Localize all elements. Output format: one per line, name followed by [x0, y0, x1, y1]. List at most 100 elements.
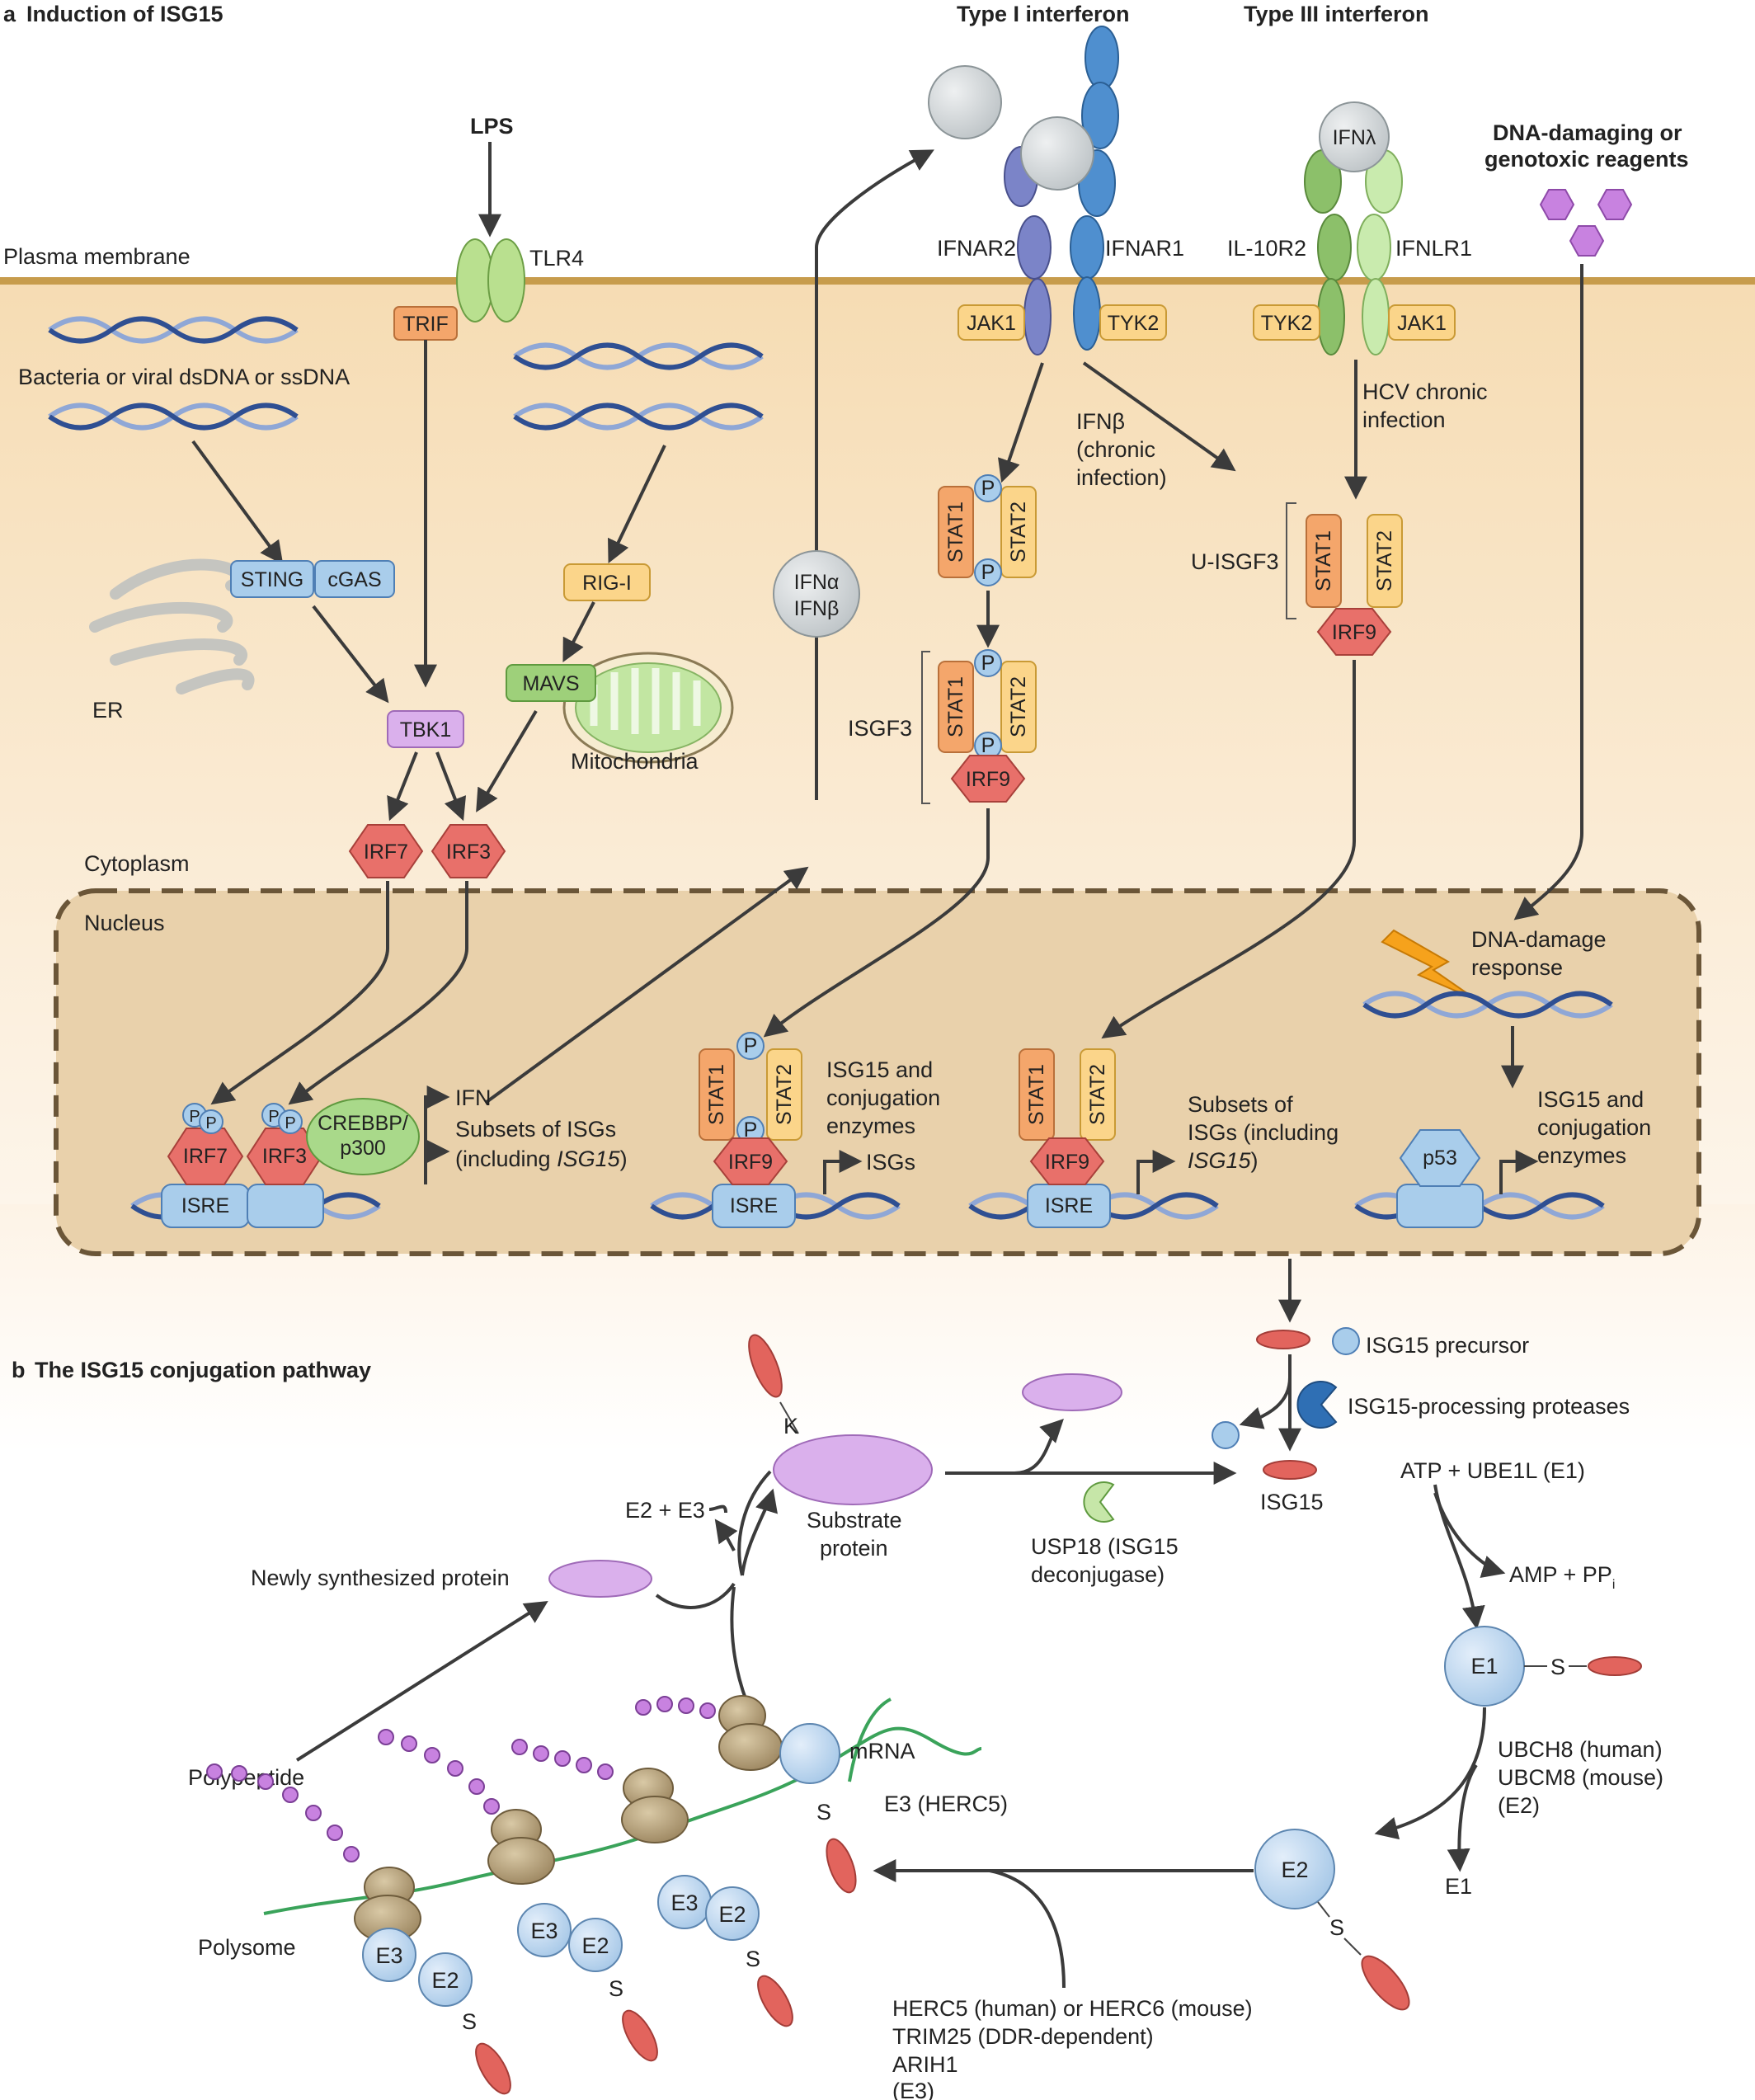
p53-binding-box	[1396, 1184, 1484, 1228]
e3-enzyme-1	[362, 1928, 416, 1982]
substrate-isg15	[748, 1334, 783, 1398]
isre-box-2: ISRE	[730, 1194, 778, 1217]
precursor-label: ISG15 precursor	[1366, 1333, 1529, 1358]
isg15-conj-1: ISG15 and	[826, 1057, 933, 1082]
sting-box: STING	[241, 568, 303, 591]
p-label-1: P	[981, 477, 995, 500]
isg15-conj-b-1: ISG15 and	[1537, 1087, 1644, 1112]
usp18-pacman-icon	[1083, 1481, 1115, 1523]
e2-enzyme	[1254, 1829, 1335, 1909]
protease-pacman-icon	[1296, 1381, 1338, 1429]
e2-label-2: E2	[581, 1933, 609, 1958]
irf9-label-4: IRF9	[1045, 1151, 1089, 1174]
ifnb-label: IFNβ	[794, 597, 840, 620]
jak1-box-type3: JAK1	[1397, 312, 1447, 335]
type3-ifn-title: Type III interferon	[1244, 2, 1429, 26]
e1-out-label: E1	[1445, 1874, 1472, 1899]
e2-s-label: S	[1329, 1915, 1344, 1940]
atp-label: ATP + UBE1L (E1)	[1400, 1458, 1585, 1483]
panel-a-letter: a	[3, 2, 16, 26]
il10r2-label: IL-10R2	[1227, 236, 1306, 261]
mavs-box: MAVS	[523, 672, 580, 695]
p-label-3: P	[981, 652, 995, 675]
plasma-membrane-label: Plasma membrane	[3, 244, 191, 269]
panel-a-title: Induction of ISG15	[26, 2, 223, 26]
e2-label-3: E2	[718, 1902, 746, 1927]
nascent-chain-3	[511, 1739, 614, 1780]
isg15-conj-3: enzymes	[826, 1114, 915, 1138]
stat2-label-1: STAT2	[1007, 501, 1030, 563]
er-label: ER	[92, 698, 124, 723]
isg15-mature-red	[1263, 1460, 1317, 1480]
stat1-label-1: STAT1	[944, 501, 967, 563]
ribosome-1	[354, 1867, 421, 1942]
isg15-conj-b-3: enzymes	[1537, 1143, 1626, 1168]
ifnb-chronic-2: (chronic	[1076, 437, 1155, 462]
herc-label-3: ARIH1	[892, 2052, 958, 2077]
isg15-precursor-red	[1256, 1330, 1310, 1349]
isg15-poly-2	[622, 2009, 658, 2062]
stat1-label-3: STAT1	[1312, 530, 1335, 591]
tyk2-box-type1: TYK2	[1108, 312, 1160, 335]
trif-box: TRIF	[402, 313, 449, 336]
tlr4-label: TLR4	[529, 246, 584, 271]
ribosome-2	[487, 1809, 555, 1885]
ifna-label: IFNα	[794, 571, 840, 594]
newly-synth-label: Newly synthesized protein	[251, 1566, 510, 1590]
nascent-chain-1	[206, 1763, 360, 1862]
isre-box-1: ISRE	[181, 1194, 229, 1217]
irf9-label-3: IRF9	[728, 1151, 773, 1174]
ifnar1-label: IFNAR1	[1105, 236, 1184, 261]
e3-label-2: E3	[530, 1919, 558, 1943]
mitochondria-label: Mitochondria	[571, 749, 699, 774]
isgf3-label: ISGF3	[848, 716, 912, 741]
irf9-label-1: IRF9	[966, 768, 1010, 791]
e2-label-1: E2	[431, 1968, 459, 1993]
s-label-4: S	[816, 1800, 831, 1825]
e2-enzyme-1	[418, 1952, 473, 2007]
dna-damaging-label-1: DNA-damaging or	[1493, 120, 1682, 145]
isg15-poly-4	[826, 1838, 857, 1894]
p-label-7: P	[268, 1108, 279, 1126]
nascent-chain-2	[378, 1729, 500, 1815]
stat2-label-4: STAT2	[773, 1064, 796, 1125]
p-label-4: P	[981, 734, 995, 757]
ubcm8-label: UBCM8 (mouse)	[1498, 1765, 1663, 1790]
s-label-2: S	[609, 1976, 623, 2001]
irf3-hex: IRF3	[446, 840, 491, 864]
isg15-label: ISG15	[1260, 1490, 1324, 1514]
type1-receptor	[1004, 26, 1119, 355]
genotoxic-reagents	[1539, 189, 1633, 257]
e1-s-label: S	[1550, 1655, 1565, 1679]
mitochondria	[562, 652, 734, 764]
substrate-protein	[773, 1434, 933, 1505]
ddr-label-2: response	[1471, 955, 1563, 980]
isre-partner-box	[247, 1184, 324, 1228]
herc-label-1: HERC5 (human) or HERC6 (mouse)	[892, 1996, 1253, 2021]
ifnb-chronic-1: IFNβ	[1076, 409, 1125, 434]
mrna-strand	[263, 1726, 982, 1915]
released-protein	[1022, 1373, 1122, 1411]
ifnar2-label: IFNAR2	[937, 236, 1016, 261]
ubch8-label: UBCH8 (human)	[1498, 1737, 1663, 1762]
stat1-label-4: STAT1	[705, 1064, 728, 1125]
stat2-label-3: STAT2	[1373, 530, 1396, 591]
e2-paren-label: (E2)	[1498, 1793, 1540, 1818]
tbk1-box: TBK1	[400, 718, 452, 742]
ifn-ligand-free	[928, 65, 1002, 139]
ddr-label-1: DNA-damage	[1471, 927, 1607, 952]
e2-enzyme-2	[568, 1918, 623, 1972]
subsets-isgs-1: Subsets of ISGs	[455, 1117, 616, 1142]
plasma-membrane	[0, 277, 1755, 285]
precursor-tail	[1332, 1327, 1360, 1355]
dna-label: Bacteria or viral dsDNA or ssDNA	[18, 365, 350, 389]
stat2-label-2: STAT2	[1007, 676, 1030, 737]
cgas-box: cGAS	[327, 568, 381, 591]
u-isgf3-label: U-ISGF3	[1191, 549, 1279, 574]
stat-dimer-phospho	[938, 474, 1037, 586]
irf3-label-nuc: IRF3	[262, 1145, 307, 1168]
ribosome-3	[621, 1768, 689, 1843]
rigi-box: RIG-I	[582, 572, 632, 595]
subsets-b-1: Subsets of	[1188, 1092, 1293, 1117]
e2-enzyme-3	[705, 1886, 760, 1941]
